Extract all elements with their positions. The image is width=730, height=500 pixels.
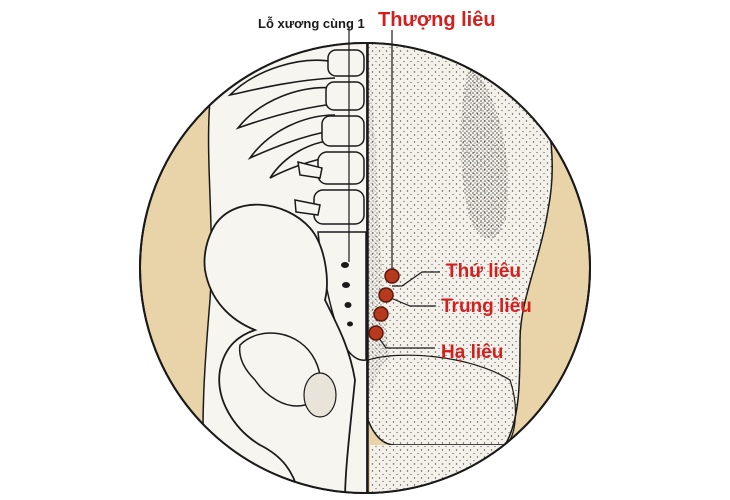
- label-trung-lieu: Trung liêu: [441, 296, 532, 317]
- label-ha-lieu: Hạ liêu: [441, 342, 504, 363]
- acupoint-trung-lieu-icon: [378, 287, 394, 303]
- acupoint-ha-lieu-icon: [373, 306, 389, 322]
- label-thu-lieu: Thứ liêu: [446, 261, 521, 282]
- acupoints: [368, 268, 400, 341]
- label-sacral-foramen: Lỗ xương cùng 1: [258, 16, 365, 31]
- spine: [294, 49, 365, 225]
- buttock: [367, 354, 516, 446]
- acupoint-thu-lieu-icon: [384, 268, 400, 284]
- acupoint-extra-icon: [368, 325, 384, 341]
- ribs: [227, 59, 336, 179]
- sacral-foramina: [341, 262, 353, 327]
- label-thuong-lieu: Thượng liêu: [378, 9, 496, 31]
